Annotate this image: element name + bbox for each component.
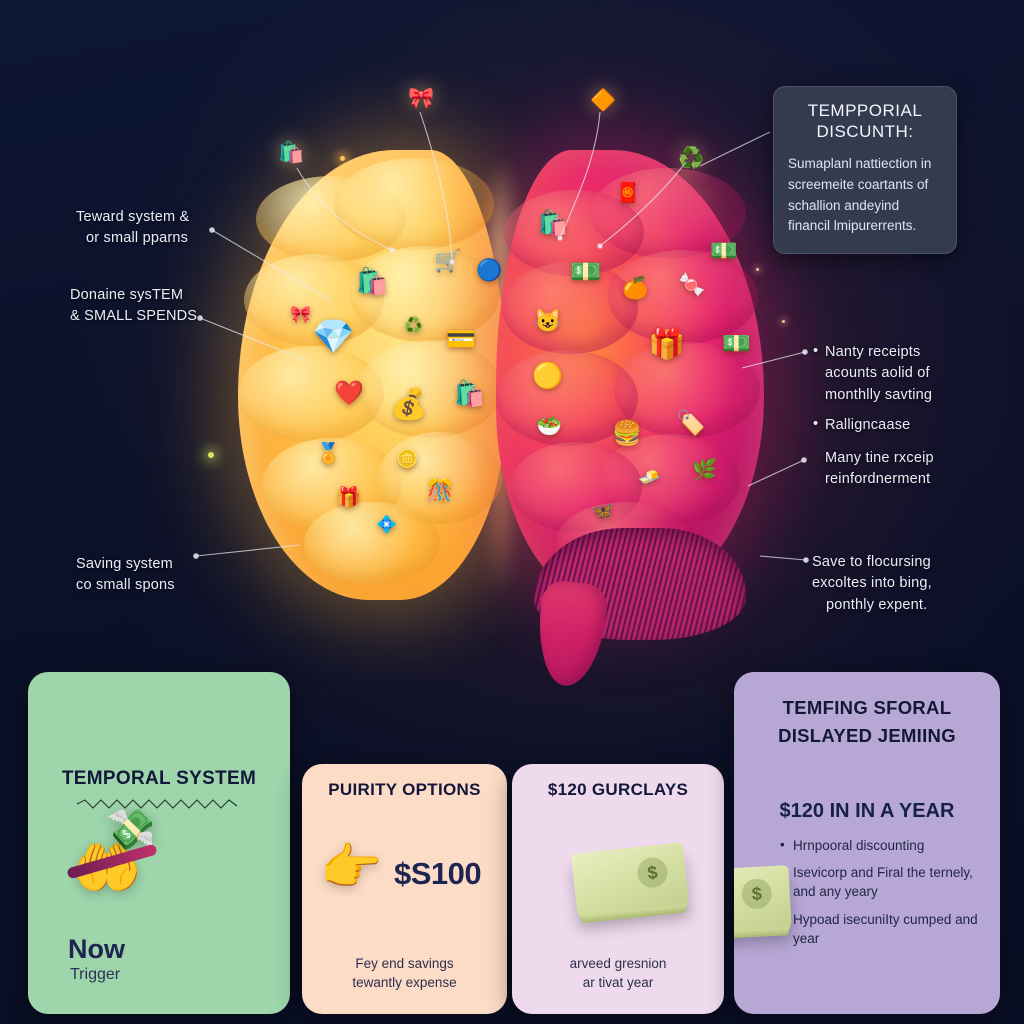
callout-line: acounts aolid of	[825, 365, 930, 382]
callout-line: Many tine rxceip	[825, 450, 934, 466]
pointing-hand-icon: 👉	[320, 839, 383, 895]
hand-money-illustration: 🤲 💸	[66, 810, 158, 896]
diamond-icon: 🔶	[590, 89, 617, 112]
card-caption: Fey end savings tewantly expense	[314, 954, 495, 992]
card-bullet: Isevicorp and Firal the ternely, and any…	[780, 863, 982, 902]
card-title: PUIRITY OPTIONS	[328, 780, 481, 799]
squiggle-divider	[76, 799, 238, 809]
left-hemisphere	[238, 150, 506, 600]
bill-stack-icon	[571, 842, 689, 916]
card-delayed-gratification[interactable]: TEMFING SFORAL DISLAYED JEMIING $120 IN …	[734, 672, 1000, 1014]
callout-donate-system[interactable]: Donaine sysTEM & SMALL SPENDS	[70, 285, 260, 328]
callout-receipts-accounts[interactable]: Nanty receipts acounts aolid of monthlly…	[812, 341, 1002, 406]
callout-line: Saving system	[76, 556, 173, 572]
callout-line: Ralligncaase	[812, 414, 1002, 436]
card-headline: $120 IN IN A YEAR	[779, 799, 955, 822]
callout-line: ponthly expent.	[826, 596, 928, 613]
caption-line: tewantly expense	[352, 975, 457, 991]
shopping-bag-icon: 🛍️	[278, 141, 305, 164]
callout-line: excoltes into bing,	[812, 575, 932, 592]
card-temporal-system[interactable]: TEMPORAL SYSTEM 🤲 💸 Now Trigger	[28, 672, 290, 1014]
callout-line: reinfordnerment	[825, 471, 931, 488]
callout-saving-system[interactable]: Saving system co small spons	[76, 554, 266, 597]
sparkle	[208, 452, 214, 458]
card-sub-word: Trigger	[70, 966, 121, 983]
card-bullet-list: Hrnpooral discounting Isevicorp and Fira…	[752, 836, 982, 949]
callout-save-focusing[interactable]: Save to flocursing excoltes into bing, p…	[812, 552, 1002, 616]
card-title-line: DISLAYED JEMIING	[778, 724, 956, 746]
callout-line: or small pparns	[86, 230, 189, 247]
sparkle	[782, 320, 785, 323]
open-hand-icon: 🤲	[72, 836, 142, 899]
recycle-icon: ♻️	[678, 147, 705, 170]
callout-line: monthlly savting	[825, 386, 933, 403]
flying-money-icon: 💸	[106, 808, 156, 852]
callout-realign[interactable]: Ralligncaase	[812, 414, 1002, 436]
pen-icon	[66, 843, 158, 880]
card-deck: TEMPORAL SYSTEM 🤲 💸 Now Trigger PUIRITY …	[0, 664, 1024, 1024]
card-amount-value: $S100	[394, 856, 482, 891]
callout-line: Save to flocursing	[812, 554, 931, 570]
card-bullet: Hrnpooral discounting	[780, 836, 982, 856]
card-title: TEMPORAL SYSTEM	[61, 768, 257, 789]
callout-line: co small spons	[76, 577, 175, 594]
tooltip-title: TEMPPORIAL DISCUNTH:	[807, 101, 923, 141]
callout-reward-system[interactable]: Teward system & or small pparns	[76, 207, 266, 250]
callout-line: & SMALL SPENDS	[70, 308, 198, 325]
tooltip-body: Sumaplanl nattiection in screemeite coar…	[788, 156, 932, 234]
callout-line: Nanty receipts	[812, 341, 1002, 363]
caption-line: ar tivat year	[582, 975, 654, 991]
card-big-word: Now	[68, 934, 125, 964]
card-bullet: Hypoad isecuniIty cumped and year	[780, 910, 982, 949]
callout-receipt-reinforcement[interactable]: Many tine rxceip reinfordnerment	[812, 448, 1002, 491]
card-title: $120 GURCLAYS	[547, 780, 689, 799]
ribbon-icon: 🎀	[408, 87, 435, 110]
card-title-line: TEMFING SFORAL	[782, 697, 952, 718]
callout-line: Donaine sysTEM	[70, 287, 184, 303]
cash-stack-illustration	[571, 842, 689, 916]
card-amount-gurclays[interactable]: $120 GURCLAYS arveed gresnion ar tivat y…	[512, 764, 724, 1014]
callout-line: Teward system &	[76, 209, 190, 225]
brain-illustration: 🛍️🛒🔵🎀💎♻️💳❤️💰🛍️🏅🪙🎁🎊💠 🛍️💵🍊🍬💵🧧😺🎁💵🟡🥗🍔🏷️🌿🧈🦋	[238, 150, 768, 690]
card-caption: arveed gresnion ar tivat year	[524, 954, 712, 992]
caption-line: Fey end savings	[355, 956, 454, 971]
pointing-hand-illustration: 👉	[320, 842, 382, 892]
card-purity-options[interactable]: PUIRITY OPTIONS 👉 $S100 Fey end savings …	[302, 764, 507, 1014]
caption-line: arveed gresnion	[569, 956, 667, 971]
temporal-discount-tooltip[interactable]: TEMPPORIAL DISCUNTH: Sumaplanl nattiecti…	[773, 86, 957, 254]
card-title: TEMFING SFORAL DISLAYED JEMIING	[752, 694, 982, 750]
